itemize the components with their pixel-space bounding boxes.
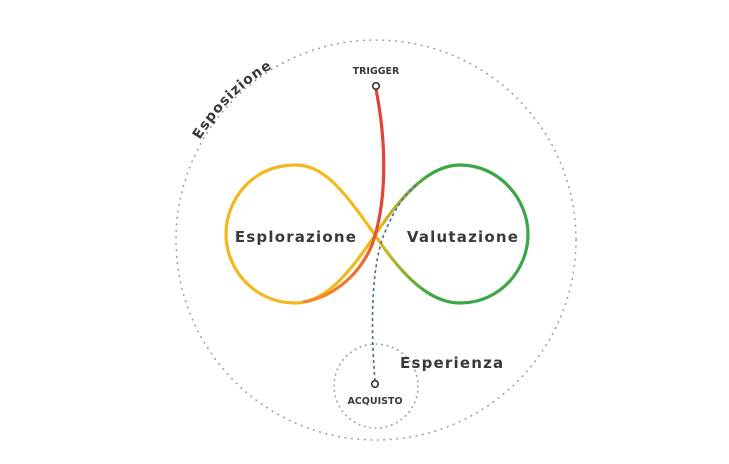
exposure-circle bbox=[175, 39, 577, 441]
evaluation-loop bbox=[373, 163, 530, 305]
trigger-label: TRIGGER bbox=[353, 66, 400, 77]
purchase-node bbox=[370, 379, 380, 389]
trigger-node bbox=[371, 81, 381, 91]
purchase-path bbox=[371, 183, 419, 382]
experience-circle bbox=[333, 343, 419, 429]
purchase-label: ACQUISTO bbox=[347, 396, 402, 407]
exploration-label: Esplorazione bbox=[235, 228, 357, 246]
trigger-path bbox=[302, 88, 386, 304]
exposure-label: Esposizione bbox=[190, 57, 275, 142]
experience-label: Esperienza bbox=[400, 354, 504, 372]
evaluation-label: Valutazione bbox=[407, 228, 519, 246]
